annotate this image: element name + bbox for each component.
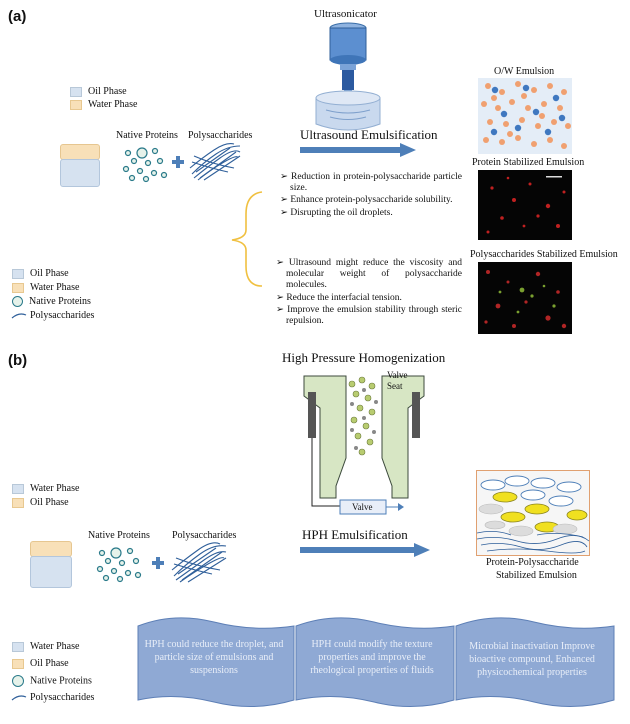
bullet-2-3: ➢ Improve the emulsion stability through… bbox=[276, 304, 462, 327]
polysaccharide-line-icon bbox=[11, 313, 27, 319]
valve-seat-label: Valve Seat bbox=[387, 370, 408, 391]
hph-apparatus-icon bbox=[303, 375, 425, 515]
legend-oil-row: Oil Phase bbox=[12, 268, 94, 282]
bullet-1-2: ➢ Enhance protein-polysaccharide solubil… bbox=[280, 195, 453, 206]
oil-swatch bbox=[12, 268, 24, 279]
legend-water-b: Water Phase bbox=[12, 483, 79, 495]
ow-emulsion-image bbox=[478, 78, 572, 154]
bullets-group-2: ➢ Ultrasound might reduce the viscosity … bbox=[276, 258, 462, 328]
legend-bottom-a: Oil Phase Water Phase Native Proteins Po… bbox=[11, 268, 95, 324]
bullet-1-1: ➢ Reduction in protein-polysaccharide pa… bbox=[280, 172, 462, 194]
protein-emulsion-label: Protein Stabilized Emulsion bbox=[472, 157, 585, 168]
panel-b-label: (b) bbox=[8, 352, 28, 369]
bullet-1-3: ➢ Disrupting the oil droplets. bbox=[280, 207, 393, 218]
ultrasound-process-label: Ultrasound Emulsification bbox=[300, 127, 438, 142]
pp-emulsion-label-2: Stabilized Emulsion bbox=[496, 570, 577, 581]
polysaccharides-label-b: Polysaccharides bbox=[172, 530, 237, 541]
bullet-text: Enhance protein-polysaccharide solubilit… bbox=[290, 195, 453, 206]
legend-water-a: Water Phase bbox=[70, 99, 137, 111]
panel-a-label: (a) bbox=[8, 8, 27, 25]
legend-proteins-row: Native Proteins bbox=[12, 296, 94, 310]
process-arrow-b bbox=[300, 543, 430, 557]
legend-label: Oil Phase bbox=[30, 497, 69, 508]
water-swatch bbox=[12, 483, 24, 494]
oil-swatch bbox=[12, 658, 24, 669]
bullet-text: Improve the emulsion stability through s… bbox=[286, 304, 462, 327]
bullet-2-1: ➢ Ultrasound might reduce the viscosity … bbox=[276, 258, 462, 291]
legend-label: Polysaccharides bbox=[30, 310, 95, 321]
native-proteins-label-b: Native Proteins bbox=[88, 530, 150, 541]
legend-label: Oil Phase bbox=[30, 268, 69, 279]
protein-circle-icon bbox=[12, 296, 23, 308]
legend-oil-a: Oil Phase bbox=[70, 86, 127, 98]
legend-water-row: Water Phase bbox=[12, 282, 94, 296]
water-swatch bbox=[12, 641, 24, 652]
legend-bottom-b: Water Phase Oil Phase Native Proteins Po… bbox=[11, 641, 95, 709]
poly-emulsion-micrograph bbox=[478, 262, 572, 334]
bullet-text: Reduction in protein-polysaccharide part… bbox=[290, 172, 462, 194]
bullet-text: Reduce the interfacial tension. bbox=[286, 292, 402, 303]
effect-text-2: HPH could modify the texture properties … bbox=[310, 639, 434, 676]
bullet-text: Ultrasound might reduce the viscosity an… bbox=[286, 258, 462, 291]
native-proteins-icon-b bbox=[96, 547, 142, 583]
valve-label: Valve bbox=[352, 502, 373, 512]
bullet-text: Disrupting the oil droplets. bbox=[290, 207, 393, 218]
pp-emulsion-box bbox=[476, 470, 590, 556]
pp-emulsion-label-1: Protein-Polysaccharide bbox=[486, 557, 579, 568]
protein-circle-icon bbox=[12, 675, 24, 687]
hph-device-label: High Pressure Homogenization bbox=[282, 350, 446, 365]
bullet-2-2: ➢ Reduce the interfacial tension. bbox=[276, 292, 402, 303]
hph-process-label: HPH Emulsification bbox=[302, 527, 408, 542]
native-proteins-icon-a bbox=[122, 147, 168, 183]
pp-emulsion-graphic bbox=[476, 475, 590, 554]
legend-label: Native Proteins bbox=[29, 296, 91, 307]
legend-water-label: Water Phase bbox=[88, 99, 138, 110]
legend-label: Native Proteins bbox=[30, 675, 92, 687]
protein-micrograph-dots bbox=[486, 176, 566, 234]
ow-emulsion-graphic bbox=[481, 81, 571, 149]
legend-oil-row: Oil Phase bbox=[12, 658, 94, 675]
legend-label: Polysaccharides bbox=[30, 692, 95, 703]
poly-micrograph-dots bbox=[484, 270, 567, 329]
effect-text-3: Microbial inactivation Improve bioactive… bbox=[469, 641, 595, 678]
plus-icon-b bbox=[152, 557, 164, 569]
oil-layer bbox=[60, 144, 100, 160]
legend-water-row: Water Phase bbox=[12, 641, 94, 658]
effect-text-1: HPH could reduce the droplet, and partic… bbox=[144, 639, 284, 676]
water-swatch bbox=[70, 99, 82, 110]
legend-poly-row: Polysaccharides bbox=[11, 310, 95, 324]
polysaccharides-icon-b bbox=[171, 542, 227, 583]
legend-oil-label: Oil Phase bbox=[88, 86, 127, 97]
plus-icon-a bbox=[172, 156, 184, 168]
polysaccharides-icon-a bbox=[189, 143, 241, 181]
process-arrow-a bbox=[300, 143, 416, 157]
legend-proteins-row: Native Proteins bbox=[12, 675, 94, 692]
water-layer bbox=[60, 159, 100, 187]
phase-container-b bbox=[30, 541, 72, 588]
water-layer bbox=[30, 556, 72, 588]
ow-emulsion-label: O/W Emulsion bbox=[494, 66, 555, 77]
legend-label: Water Phase bbox=[30, 282, 80, 293]
oil-swatch bbox=[12, 497, 24, 508]
legend-label: Water Phase bbox=[30, 483, 80, 494]
water-swatch bbox=[12, 282, 24, 293]
polysaccharide-line-icon bbox=[11, 695, 27, 701]
brace-icon bbox=[231, 191, 263, 287]
protein-emulsion-micrograph bbox=[478, 170, 572, 240]
ultrasonicator-label: Ultrasonicator bbox=[314, 8, 377, 20]
poly-emulsion-label: Polysaccharides Stabilized Emulsion bbox=[470, 249, 618, 260]
polysaccharides-label-a: Polysaccharides bbox=[188, 130, 253, 141]
effects-banner bbox=[137, 617, 615, 707]
oil-swatch bbox=[70, 86, 82, 97]
bullets-group-1: ➢ Reduction in protein-polysaccharide pa… bbox=[280, 172, 462, 220]
phase-container-a bbox=[60, 144, 100, 187]
ultrasonicator-icon bbox=[315, 22, 381, 131]
legend-label: Oil Phase bbox=[30, 658, 69, 669]
legend-oil-b: Oil Phase bbox=[12, 497, 69, 509]
legend-label: Water Phase bbox=[30, 641, 80, 652]
oil-layer bbox=[30, 541, 72, 557]
native-proteins-label-a: Native Proteins bbox=[116, 130, 178, 141]
legend-poly-row: Polysaccharides bbox=[11, 692, 95, 709]
